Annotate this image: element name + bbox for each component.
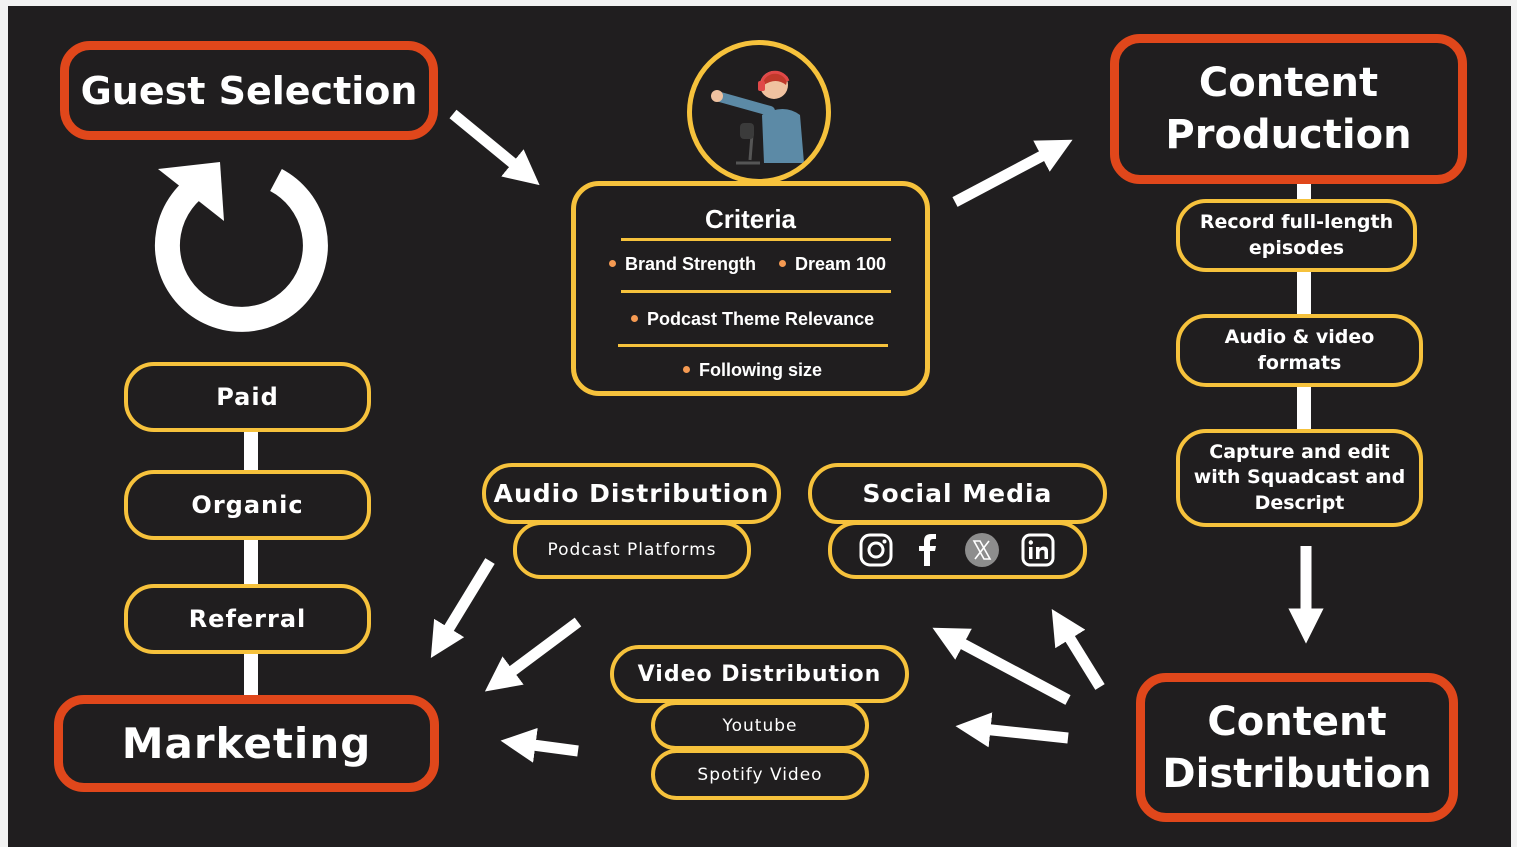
youtube-label: Youtube: [651, 701, 869, 750]
arrow-distribution-to-video: [955, 712, 1069, 748]
cycle-icon: [154, 162, 328, 332]
arrow-video-to-marketing: [500, 727, 579, 763]
arrow-audio-to-marketing: [430, 558, 495, 659]
production-step-formats: Audio & video formats: [1176, 314, 1423, 387]
linkedin-icon: [1021, 533, 1054, 567]
facebook-icon: [918, 534, 936, 566]
criteria-rule-2: [621, 290, 891, 293]
criteria-rule-1: [621, 238, 891, 241]
video-distribution-title: Video Distribution: [610, 645, 909, 703]
content-distribution-stage: Content Distribution: [1136, 673, 1458, 822]
instagram-icon: [859, 533, 892, 567]
arrow-distribution-to-social-lower: [932, 627, 1071, 705]
x-icon: [964, 533, 999, 567]
production-step-capture-edit: Capture and edit with Squadcast and Desc…: [1176, 429, 1423, 527]
content-production-stage: Content Production: [1110, 34, 1467, 184]
guest-selection-stage: Guest Selection: [60, 41, 438, 140]
criteria-item-brand-strength: Brand Strength: [609, 254, 756, 275]
marketing-channel-referral: Referral: [124, 584, 371, 654]
criteria-title: Criteria: [704, 204, 797, 234]
podcaster-avatar: [687, 40, 831, 184]
criteria-item-theme-relevance: Podcast Theme Relevance: [631, 309, 874, 330]
spotify-video-label: Spotify Video: [651, 749, 869, 800]
flow-arrows: [154, 109, 1324, 763]
podcast-platforms-label: Podcast Platforms: [513, 521, 751, 579]
diagram-canvas: Guest Selection Content Production Conte…: [8, 6, 1511, 847]
criteria-item-following-size: Following size: [683, 360, 822, 381]
production-step-record: Record full-length episodes: [1176, 199, 1417, 272]
marketing-channel-organic: Organic: [124, 470, 371, 540]
podcaster-illustration: [711, 70, 804, 165]
marketing-channel-paid: Paid: [124, 362, 371, 432]
arrow-guest-to-criteria: [449, 109, 540, 186]
criteria-panel: Criteria Brand Strength Dream 100 Podcas…: [571, 181, 930, 396]
social-icons-row: [828, 521, 1087, 579]
arrow-distribution-to-social-upper: [1051, 609, 1105, 690]
arrow-social-to-marketing: [484, 617, 582, 692]
social-media-title: Social Media: [808, 463, 1107, 524]
marketing-stage: Marketing: [54, 695, 439, 792]
audio-distribution-title: Audio Distribution: [482, 463, 781, 524]
criteria-rule-3: [618, 344, 888, 347]
arrow-criteria-to-production: [952, 139, 1073, 207]
criteria-item-dream-100: Dream 100: [779, 254, 886, 275]
